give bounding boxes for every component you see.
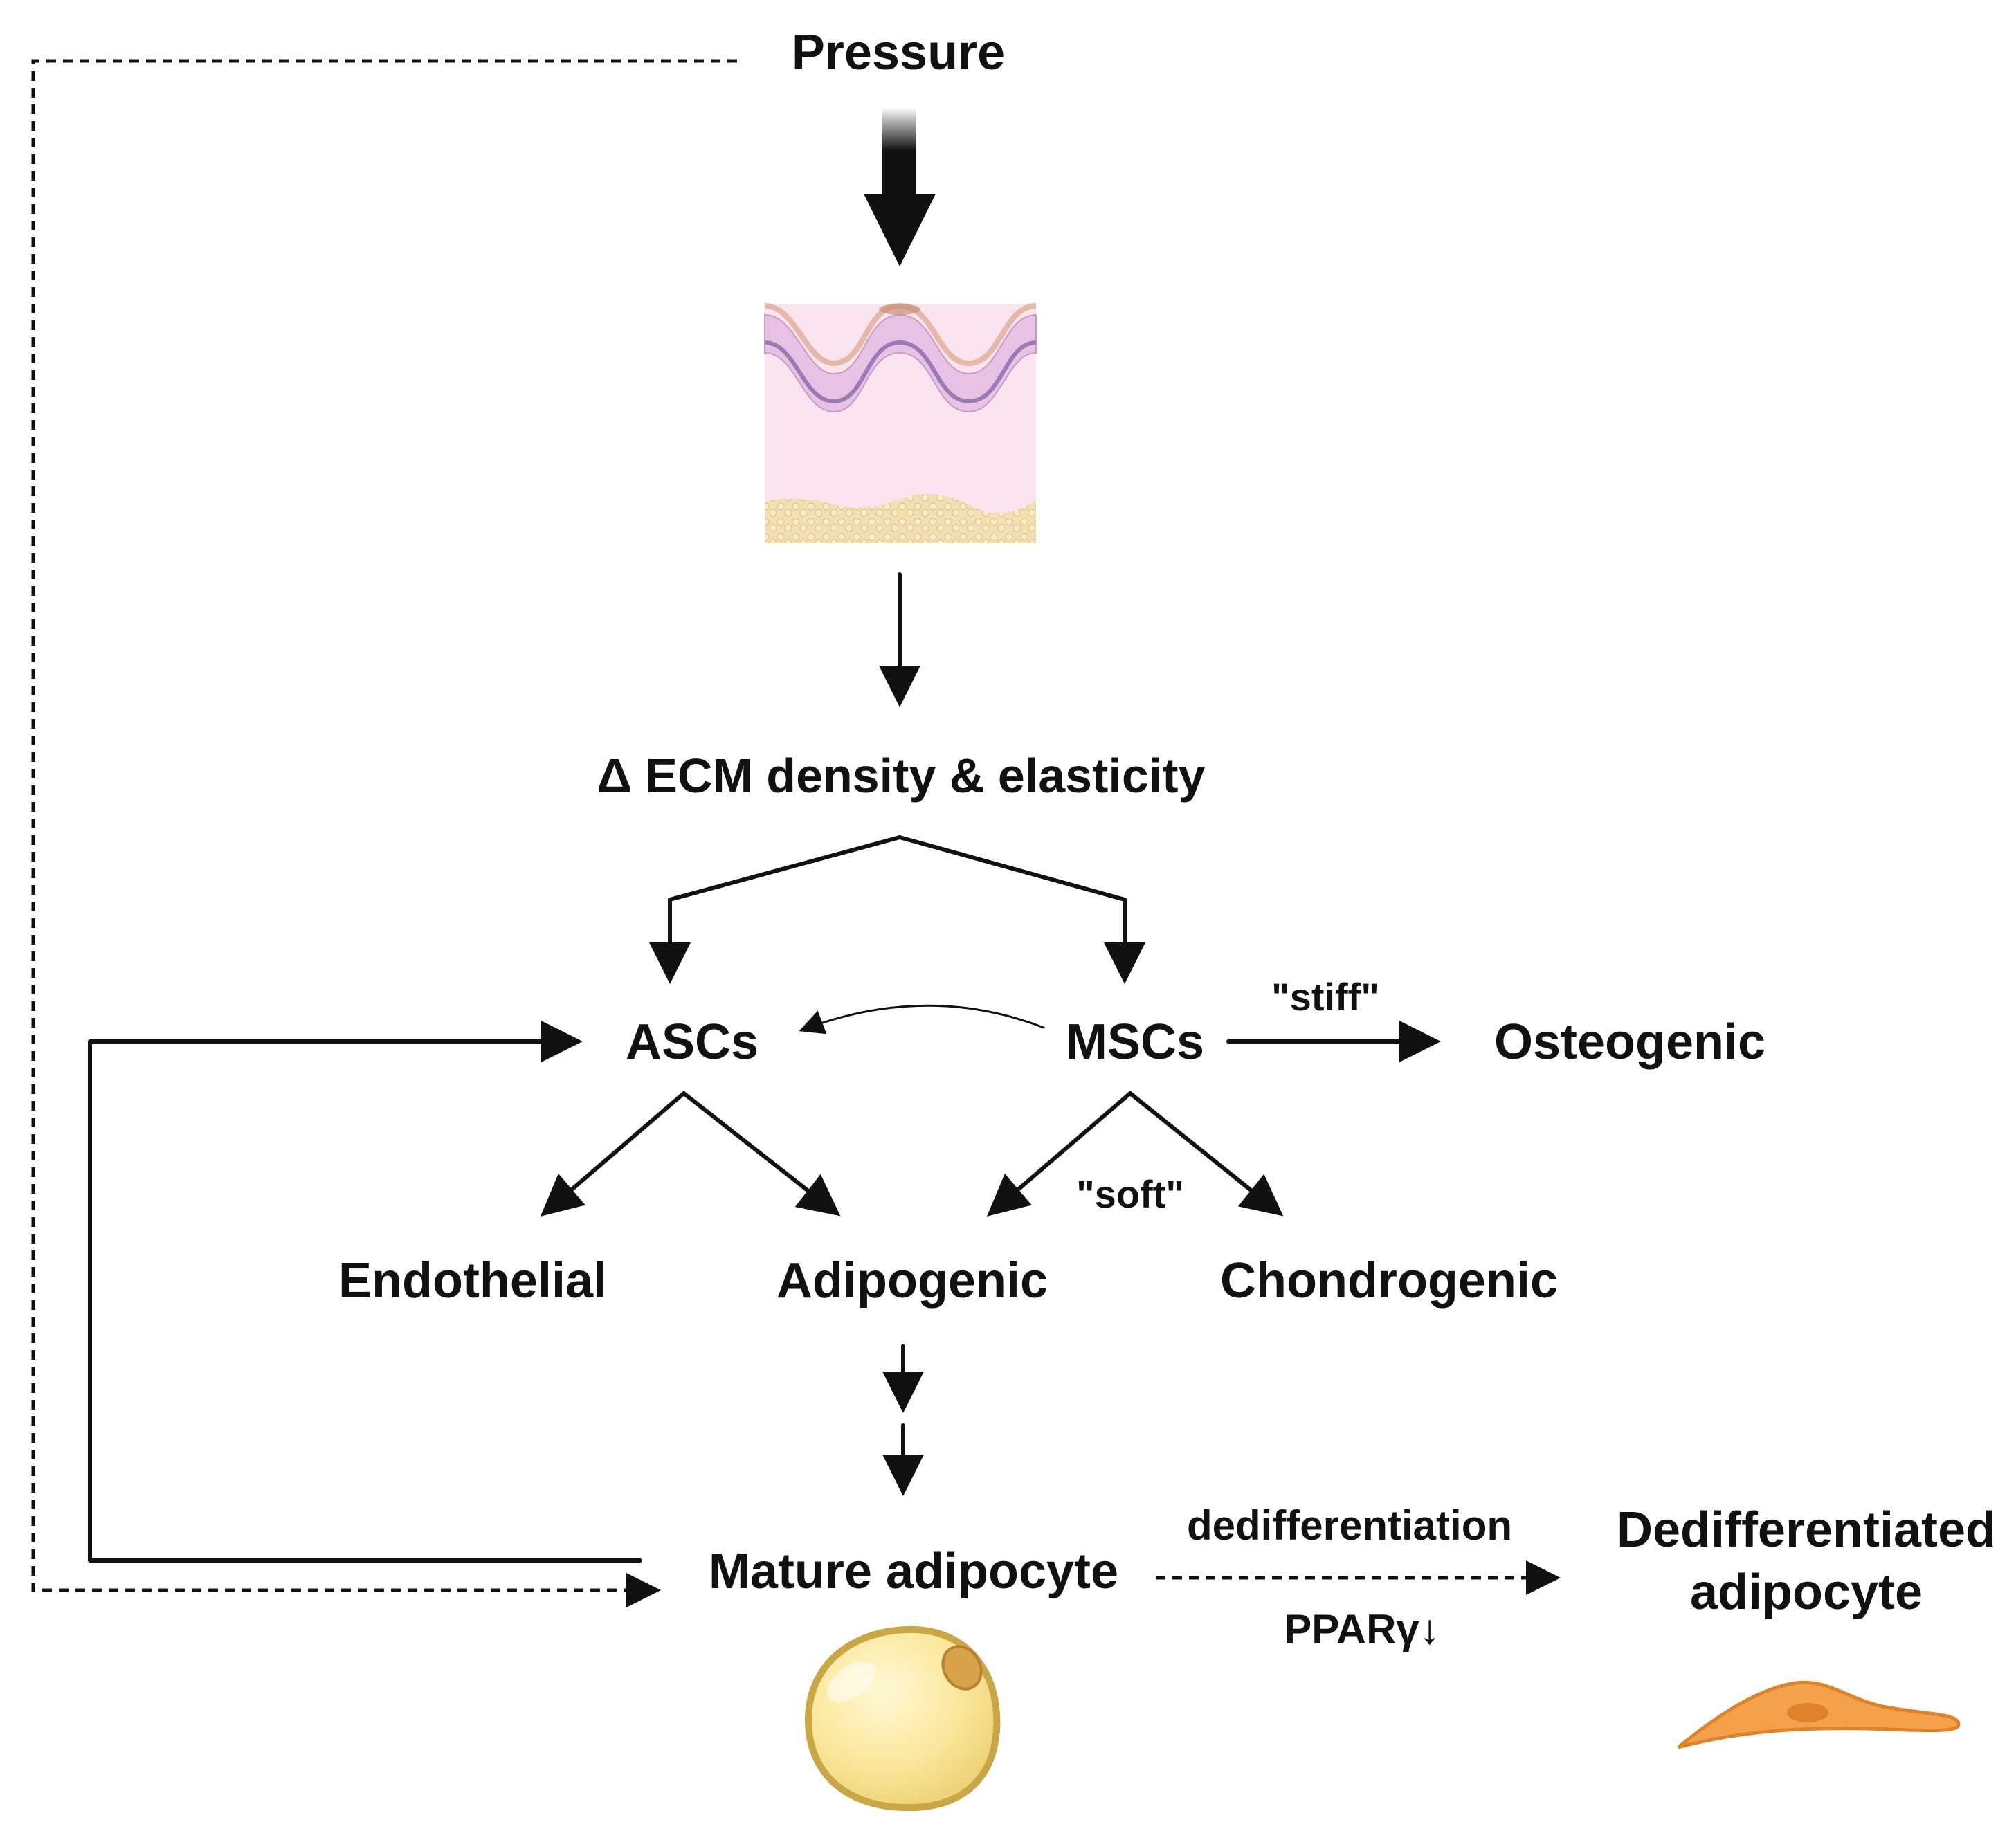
dedifferentiation-label: dedifferentiation — [1187, 1502, 1512, 1549]
mscs-to-adipogenic-arrow — [986, 1091, 1132, 1217]
ascs-to-adipogenic-arrow — [682, 1091, 841, 1217]
ecm-change-label: Δ ECM density & elasticity — [597, 749, 1206, 803]
ecm-split-arrow-right — [898, 835, 1145, 984]
mature-to-ascs-feedback-arrow — [88, 1021, 642, 1563]
ppar-label: PPARγ↓ — [1284, 1606, 1440, 1652]
ecm-split-arrow-left — [649, 835, 902, 984]
mscs-to-chondrogenic-arrow — [1128, 1091, 1284, 1217]
osteogenic-label: Osteogenic — [1494, 1014, 1765, 1070]
skin-tissue-cross-section-icon — [764, 302, 1037, 543]
ascs-label: ASCs — [626, 1014, 759, 1070]
soft-label: "soft" — [1076, 1172, 1184, 1216]
mature-adipocyte-cell-icon — [804, 1625, 1001, 1812]
adipogenic-label: Adipogenic — [777, 1253, 1048, 1309]
pressure-arrow — [864, 107, 936, 266]
pressure-label: Pressure — [792, 25, 1005, 80]
stiff-label: "stiff" — [1271, 975, 1379, 1019]
dedifferentiated-adipocyte-label-line2: adipocyte — [1690, 1565, 1923, 1620]
mscs-to-ascs-arrow — [799, 1004, 1045, 1035]
endothelial-label: Endothelial — [338, 1253, 607, 1309]
pressure-to-mature-dashed-arrow — [31, 59, 737, 1607]
mature-adipocyte-label: Mature adipocyte — [709, 1544, 1118, 1599]
chondrogenic-label: Chondrogenic — [1220, 1253, 1558, 1309]
mscs-label: MSCs — [1066, 1014, 1204, 1070]
dedifferentiated-adipocyte-label-line1: Dedifferentiated — [1617, 1502, 1996, 1558]
ascs-to-endothelial-arrow — [540, 1091, 686, 1217]
dedifferentiated-adipocyte-cell-icon — [1677, 1680, 1961, 1749]
